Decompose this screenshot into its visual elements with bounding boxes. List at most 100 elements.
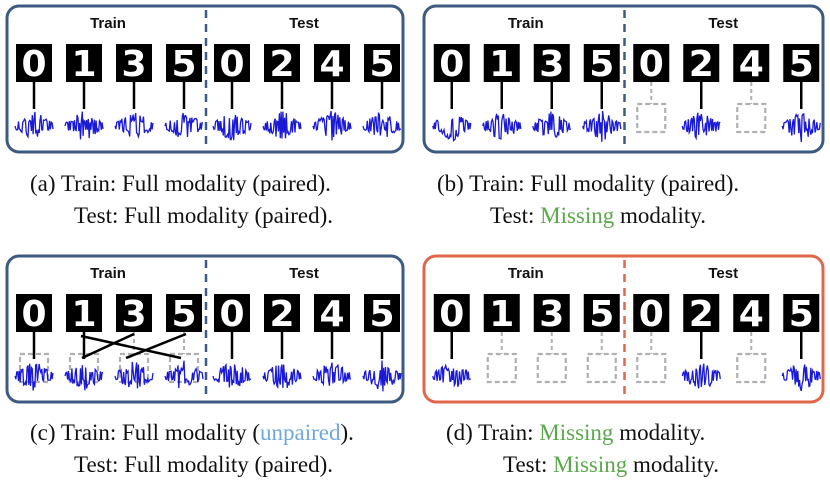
caption-a-line1: (a) Train: Full modality (paired). <box>30 170 331 198</box>
mnist-digit: 4 <box>319 44 344 85</box>
audio-signal-waveform <box>432 116 472 142</box>
mnist-digit-tile <box>683 44 720 82</box>
mnist-digit-tile <box>214 44 250 82</box>
unpaired-connector <box>80 334 182 360</box>
mnist-digit: 5 <box>589 44 614 85</box>
caption-text: (a) Train: Full modality (paired). <box>30 171 331 196</box>
mnist-digit: 1 <box>489 294 514 335</box>
test-header: Test <box>289 15 319 32</box>
audio-signal-waveform <box>114 112 154 139</box>
mnist-digit: 5 <box>789 294 814 335</box>
audio-signal-waveform <box>312 362 351 387</box>
train-header: Train <box>90 15 126 32</box>
mnist-digit-tile <box>264 44 300 82</box>
test-header: Test <box>708 265 738 282</box>
mnist-digit-tile <box>314 294 350 332</box>
mnist-digit-tile <box>66 294 102 332</box>
audio-signal-waveform <box>781 364 821 392</box>
mnist-digit: 2 <box>689 294 714 335</box>
audio-signal-waveform <box>14 363 54 391</box>
mnist-digit-tile <box>364 294 400 332</box>
mnist-digit: 3 <box>121 294 146 335</box>
audio-signal-waveform <box>14 111 54 139</box>
mnist-digit: 2 <box>269 44 294 85</box>
missing-modality-box <box>736 352 767 384</box>
audio-signal-waveform <box>681 363 721 389</box>
panel-frame <box>5 4 405 154</box>
mnist-digit-tile <box>583 44 620 82</box>
caption-text: Test: <box>503 452 554 477</box>
mnist-digit: 5 <box>171 294 196 335</box>
mnist-digit-tile <box>633 44 670 82</box>
train-header: Train <box>508 15 544 32</box>
caption-d-line1: (d) Train: Missing modality. <box>446 419 705 447</box>
missing-modality-box <box>486 352 517 384</box>
mnist-digit: 0 <box>219 294 244 335</box>
caption-text: Test: <box>490 203 541 228</box>
panel-frame <box>422 254 825 404</box>
mnist-digit: 5 <box>369 44 394 85</box>
mnist-digit-tile <box>633 294 670 332</box>
mnist-digit: 2 <box>269 294 294 335</box>
mnist-digit-tile <box>314 44 350 82</box>
missing-modality-box <box>636 102 667 134</box>
audio-signal-waveform <box>362 360 402 392</box>
mnist-digit: 0 <box>639 294 664 335</box>
mnist-digit: 0 <box>639 44 664 85</box>
mnist-digit: 1 <box>71 44 96 85</box>
caption-highlight-green: Missing <box>540 203 615 228</box>
audio-signal-waveform <box>212 114 252 141</box>
audio-signal-waveform <box>64 365 104 391</box>
audio-signal-waveform <box>262 364 302 389</box>
mnist-digit: 1 <box>489 44 514 85</box>
mnist-digit-tile <box>66 44 102 82</box>
caption-highlight-blue: unpaired <box>260 420 341 445</box>
caption-b-line1: (b) Train: Full modality (paired). <box>437 170 739 198</box>
mnist-digit: 5 <box>369 294 394 335</box>
audio-signal-waveform <box>582 110 622 142</box>
mnist-digit-tile <box>364 44 400 82</box>
mnist-digit: 2 <box>689 44 714 85</box>
caption-d-line2: Test: Missing modality. <box>503 451 719 479</box>
mnist-digit-tile <box>214 294 250 332</box>
mnist-digit-tile <box>733 294 770 332</box>
audio-signal-waveform <box>482 113 522 140</box>
caption-text: (b) Train: Full modality (paired). <box>437 171 740 196</box>
mnist-digit: 4 <box>319 294 344 335</box>
missing-modality-box <box>68 352 100 384</box>
mnist-digit: 5 <box>789 44 814 85</box>
missing-modality-box <box>636 352 667 384</box>
caption-text: (c) Train: Full modality ( <box>30 420 260 445</box>
mnist-digit-tile <box>533 44 570 82</box>
caption-c-line2: Test: Full modality (paired). <box>74 451 333 479</box>
mnist-digit-tile <box>166 44 202 82</box>
mnist-digit: 4 <box>739 44 764 85</box>
mnist-digit-tile <box>583 294 620 332</box>
caption-c-line1: (c) Train: Full modality (unpaired). <box>30 419 354 447</box>
audio-signal-waveform <box>262 111 302 139</box>
caption-text: ). <box>340 420 354 445</box>
train-header: Train <box>508 265 544 282</box>
missing-modality-box <box>736 102 767 134</box>
mnist-digit-tile <box>483 44 520 82</box>
mnist-digit: 3 <box>539 44 564 85</box>
caption-highlight-green: Missing <box>553 452 628 477</box>
mnist-digit-tile <box>533 294 570 332</box>
mnist-digit: 0 <box>21 294 46 335</box>
caption-text: modality. <box>627 452 720 477</box>
mnist-digit-tile <box>116 294 152 332</box>
missing-modality-box <box>168 352 200 384</box>
mnist-digit-tile <box>483 294 520 332</box>
audio-signal-waveform <box>212 362 252 388</box>
missing-modality-box <box>18 352 50 384</box>
caption-text: Test: Full modality (paired). <box>74 203 334 228</box>
mnist-digit: 0 <box>439 44 464 85</box>
mnist-digit: 3 <box>539 294 564 335</box>
missing-modality-box <box>118 352 150 384</box>
caption-highlight-green: Missing <box>539 420 614 445</box>
unpaired-connector <box>125 332 187 360</box>
